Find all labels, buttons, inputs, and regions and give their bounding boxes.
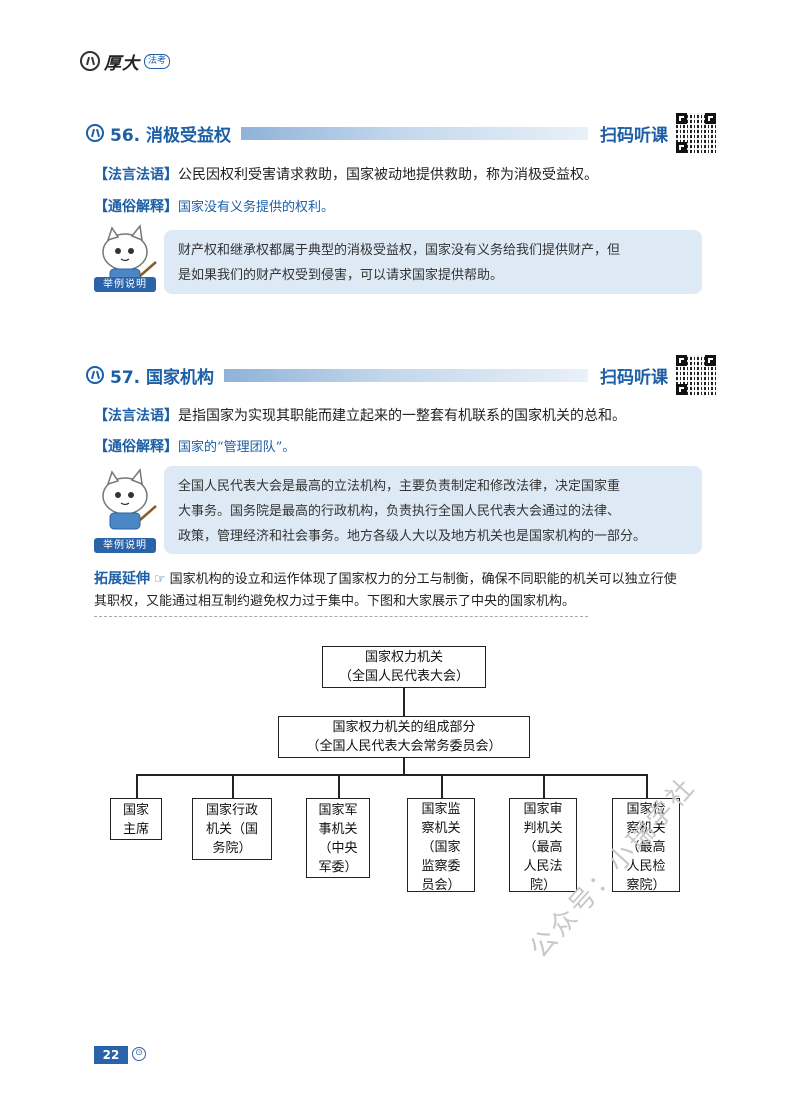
plain-text: 国家没有义务提供的权利。 xyxy=(178,200,335,215)
org-connector xyxy=(403,758,405,774)
plain-tag: 【通俗解释】 xyxy=(94,199,178,215)
example-line: 是如果我们的财产权受到侵害，可以请求国家提供帮助。 xyxy=(178,268,504,283)
publisher-logo: 厚大 法考 xyxy=(80,48,171,74)
extension-tag: 拓展延伸 xyxy=(94,571,150,587)
org-connector xyxy=(232,774,234,798)
example-label: 举例说明 xyxy=(94,538,156,553)
org-node-line: 国家权力机关的组成部分 xyxy=(332,720,476,735)
org-node-line: 国家 xyxy=(122,803,149,818)
example-box: 全国人民代表大会是最高的立法机构，主要负责制定和修改法律，决定国家重 大事务。国… xyxy=(164,466,702,554)
definition-text: 是指国家为实现其职能而建立起来的一整套有机联系的国家机关的总和。 xyxy=(178,408,626,424)
org-node-line: （最高 xyxy=(523,840,563,855)
org-node-line: 判机关 xyxy=(523,821,563,836)
example-label: 举例说明 xyxy=(94,277,156,292)
org-connector xyxy=(338,774,340,798)
section-marker-icon xyxy=(86,366,104,384)
definition-tag: 【法言法语】 xyxy=(94,167,178,183)
section-marker-icon xyxy=(86,124,104,142)
extension-line: 其职权，又能通过相互制约避免权力过于集中。下图和大家展示了中央的国家机构。 xyxy=(94,594,576,609)
scan-to-listen-label: 扫码听课 xyxy=(600,125,668,146)
org-node-line: 员会） xyxy=(421,878,461,893)
page-number: 22 xyxy=(94,1046,128,1064)
org-node-line: 国家审 xyxy=(523,802,563,817)
example-line: 财产权和继承权都属于典型的消极受益权，国家没有义务给我们提供财产，但 xyxy=(178,243,621,258)
section-title: 56. 消极受益权 xyxy=(110,125,232,146)
plain-explanation: 【通俗解释】国家没有义务提供的权利。 xyxy=(94,196,334,219)
org-node-line: （全国人民代表大会常务委员会） xyxy=(306,739,502,754)
org-connector xyxy=(441,774,443,798)
org-connector xyxy=(136,774,138,798)
org-node-line: 主席 xyxy=(122,822,149,837)
org-node-line: （国家 xyxy=(421,840,461,855)
org-node-president: 国家 主席 xyxy=(110,798,162,840)
mascot-icon xyxy=(102,468,157,530)
section-divider xyxy=(94,616,588,617)
org-connector xyxy=(646,774,648,798)
org-node-supreme-procuratorate: 国家检 察机关 （最高 人民检 察院） xyxy=(612,798,680,893)
logo-mark-icon xyxy=(80,51,100,71)
org-node-line: 国家检 xyxy=(626,802,666,817)
org-node-line: 机关（国 xyxy=(205,822,258,837)
org-node-line: 国家军 xyxy=(318,803,358,818)
definition-tag: 【法言法语】 xyxy=(94,408,178,424)
plain-tag: 【通俗解释】 xyxy=(94,439,178,455)
org-node-line: 国家行政 xyxy=(205,803,258,818)
org-node-line: （全国人民代表大会） xyxy=(338,669,469,684)
section-56-header: 56. 消极受益权 扫码听课 xyxy=(86,113,716,153)
example-line: 政策，管理经济和社会事务。地方各级人大以及地方机关也是国家机构的一部分。 xyxy=(178,529,647,544)
org-node-state-council: 国家行政 机关（国 务院） xyxy=(192,798,272,860)
logo-badge: 法考 xyxy=(144,53,171,69)
pointing-hand-icon: ☞ xyxy=(154,572,166,587)
org-node-line: 国家权力机关 xyxy=(364,650,443,665)
org-node-npcsc: 国家权力机关的组成部分 （全国人民代表大会常务委员会） xyxy=(278,716,530,758)
page-circle-icon: ⊙ xyxy=(132,1047,146,1061)
section-decor-bar xyxy=(224,368,588,382)
extension-line: 国家机构的设立和运作体现了国家权力的分工与制衡，确保不同职能的机关可以独立行使 xyxy=(169,572,677,587)
definition-text: 公民因权利受害请求救助，国家被动地提供救助，称为消极受益权。 xyxy=(178,167,598,183)
org-node-line: 事机关 xyxy=(318,822,358,837)
section-57-header: 57. 国家机构 扫码听课 xyxy=(86,355,716,395)
qr-code-icon[interactable] xyxy=(676,355,716,395)
org-node-line: 察院） xyxy=(626,878,666,893)
org-node-line: 人民检 xyxy=(626,859,666,874)
extension-paragraph: 拓展延伸 ☞国家机构的设立和运作体现了国家权力的分工与制衡，确保不同职能的机关可以… xyxy=(94,568,710,613)
qr-code-icon[interactable] xyxy=(676,113,716,153)
plain-text: 国家的“管理团队”。 xyxy=(178,440,296,455)
org-connector xyxy=(136,774,647,776)
org-node-line: 监察委 xyxy=(421,859,461,874)
scan-to-listen-label: 扫码听课 xyxy=(600,367,668,388)
example-line: 全国人民代表大会是最高的立法机构，主要负责制定和修改法律，决定国家重 xyxy=(178,479,621,494)
org-node-npc: 国家权力机关 （全国人民代表大会） xyxy=(322,646,486,688)
legal-definition: 【法言法语】是指国家为实现其职能而建立起来的一整套有机联系的国家机关的总和。 xyxy=(94,405,626,427)
logo-text: 厚大 xyxy=(104,53,140,74)
legal-definition: 【法言法语】公民因权利受害请求救助，国家被动地提供救助，称为消极受益权。 xyxy=(94,164,598,186)
org-node-line: 人民法 xyxy=(523,859,563,874)
org-node-line: 院） xyxy=(529,878,556,893)
org-node-line: 务院） xyxy=(212,841,252,856)
section-title: 57. 国家机构 xyxy=(110,367,215,388)
org-node-line: 国家监 xyxy=(421,802,461,817)
org-node-line: 察机关 xyxy=(626,821,666,836)
plain-explanation: 【通俗解释】国家的“管理团队”。 xyxy=(94,436,295,459)
org-connector xyxy=(543,774,545,798)
org-node-line: 军委） xyxy=(318,860,358,875)
org-node-supreme-court: 国家审 判机关 （最高 人民法 院） xyxy=(509,798,577,893)
example-box: 财产权和继承权都属于典型的消极受益权，国家没有义务给我们提供财产，但 是如果我们… xyxy=(164,230,702,294)
org-node-line: （最高 xyxy=(626,840,666,855)
org-connector xyxy=(403,688,405,716)
org-node-military-commission: 国家军 事机关 （中央 军委） xyxy=(306,798,370,878)
section-decor-bar xyxy=(241,126,588,140)
org-node-line: （中央 xyxy=(318,841,358,856)
org-node-line: 察机关 xyxy=(421,821,461,836)
org-node-supervisory-commission: 国家监 察机关 （国家 监察委 员会） xyxy=(407,798,475,893)
example-line: 大事务。国务院是最高的行政机构，负责执行全国人民代表大会通过的法律、 xyxy=(178,504,621,519)
